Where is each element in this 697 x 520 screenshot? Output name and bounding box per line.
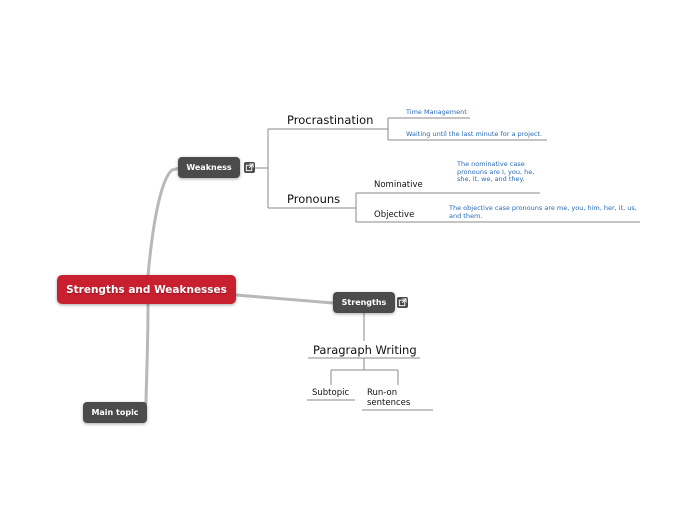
strengths-topic-node[interactable]: Strengths	[333, 292, 395, 313]
pronouns-subtopic[interactable]: Pronouns	[287, 192, 341, 206]
nominative-subtopic[interactable]: Nominative	[374, 180, 423, 190]
paragraph-writing-subtopic[interactable]: Paragraph Writing	[313, 343, 417, 357]
branch-weakness	[146, 166, 181, 277]
external-link-icon[interactable]	[397, 297, 408, 308]
main-topic-node[interactable]: Main topic	[83, 402, 147, 423]
strengths-label: Strengths	[341, 298, 387, 307]
external-link-icon[interactable]	[244, 162, 255, 173]
branch-main-topic	[144, 302, 150, 405]
branch-strengths	[235, 293, 334, 305]
weakness-topic-node[interactable]: Weakness	[178, 157, 240, 178]
subtopic-item[interactable]: Subtopic	[312, 388, 350, 398]
main-topic-label: Main topic	[91, 408, 139, 417]
nominative-note[interactable]: The nominative case pronouns are I, you,…	[457, 160, 535, 183]
run-on-sentences-item[interactable]: Run-on sentences	[367, 388, 411, 408]
waiting-item[interactable]: Waiting until the last minute for a proj…	[406, 130, 543, 138]
weakness-label: Weakness	[186, 163, 232, 172]
central-topic-node[interactable]: Strengths and Weaknesses	[57, 275, 236, 304]
objective-subtopic[interactable]: Objective	[374, 210, 415, 220]
external-link-icon-glyph	[398, 298, 407, 307]
objective-note[interactable]: The objective case pronouns are me, you,…	[449, 204, 637, 220]
central-topic-label: Strengths and Weaknesses	[66, 283, 227, 296]
external-link-icon-glyph	[245, 163, 254, 172]
time-management-item[interactable]: Time Management	[406, 108, 467, 116]
procrastination-subtopic[interactable]: Procrastination	[287, 113, 374, 127]
